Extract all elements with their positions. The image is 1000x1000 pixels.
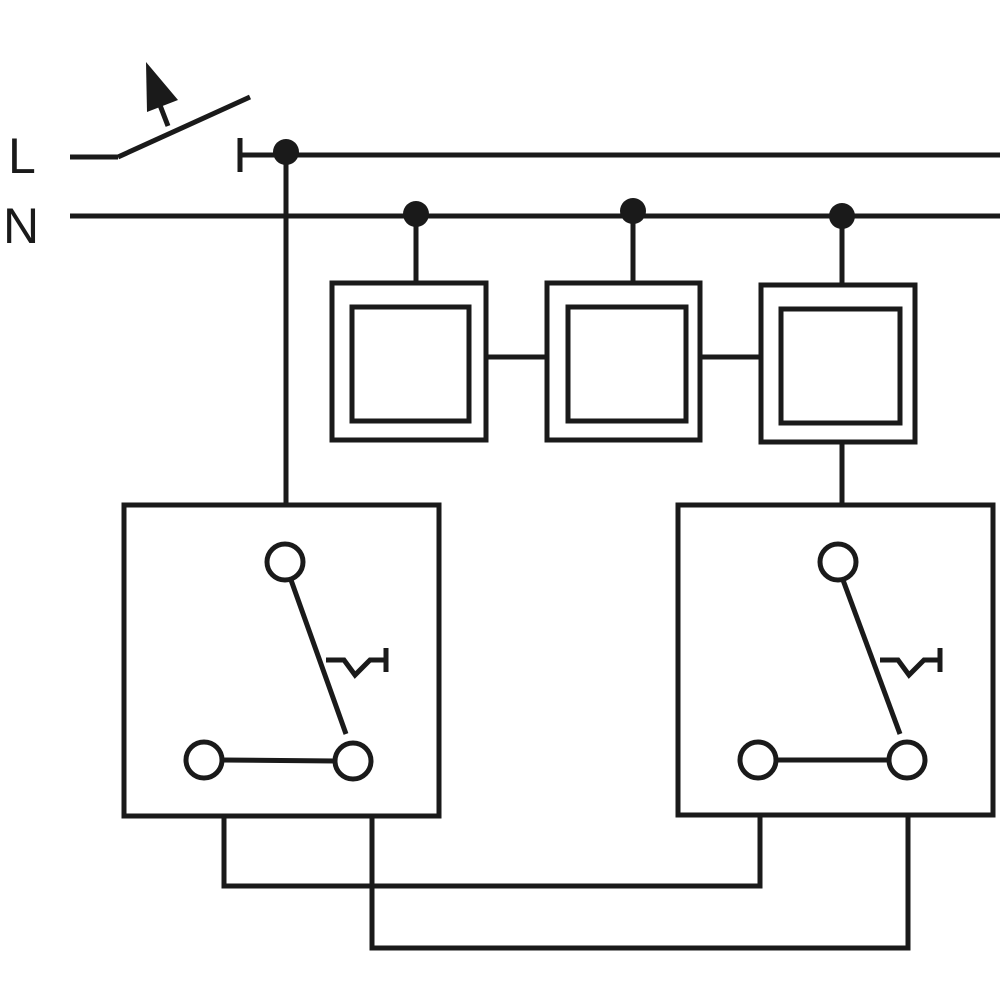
right-switch-common-terminal [817, 541, 859, 583]
live-label: L [8, 128, 36, 184]
neutral-junction-dot-3 [829, 203, 855, 229]
neutral-label: N [3, 198, 39, 254]
left-switch-terminal-a [183, 739, 225, 781]
right-two-way-switch [675, 502, 996, 818]
neutral-junction-dot-2 [620, 198, 646, 224]
right-switch-symbol-icon [880, 648, 943, 679]
neutral-junction-dot-1 [403, 201, 429, 227]
left-switch-common-terminal [264, 541, 306, 583]
left-switch-terminal-b [332, 740, 374, 782]
lamp-3 [758, 282, 918, 445]
main-switch [70, 94, 286, 172]
lamp-2 [544, 280, 703, 443]
traveller-wire-1 [221, 815, 763, 889]
switch-actuator-arrow-icon [146, 62, 178, 127]
live-junction-dot [273, 139, 299, 165]
traveller-wire-2 [369, 815, 911, 951]
right-switch-terminal-b [886, 739, 928, 781]
lamp-1 [329, 280, 489, 443]
left-switch-symbol-icon [326, 648, 389, 679]
right-switch-terminal-a [737, 739, 779, 781]
left-two-way-switch [121, 502, 442, 819]
